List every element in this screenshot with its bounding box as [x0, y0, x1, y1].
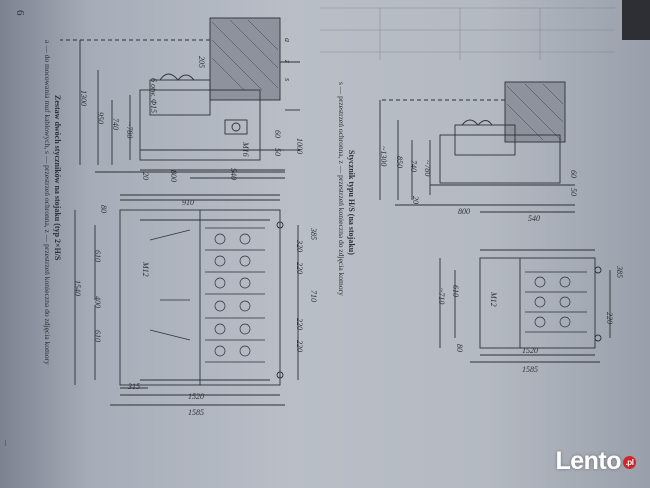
- dim-label: 60: [273, 130, 282, 138]
- dim-label: 385: [615, 266, 624, 278]
- dim-label: 950: [96, 112, 105, 124]
- bleed-through-table: [320, 7, 615, 60]
- dim-label: M12: [141, 262, 150, 277]
- dim-label: 1585: [188, 408, 204, 417]
- dim-label: ~780: [423, 160, 432, 177]
- dim-label: 540: [229, 168, 238, 180]
- dim-label: 320: [295, 240, 304, 252]
- dim-label: 220: [295, 318, 304, 330]
- dim-label: 385: [309, 228, 318, 240]
- dim-label: 220: [295, 340, 304, 352]
- dim-label: 6 otw. Φ15: [149, 78, 158, 114]
- dim-label: 205: [197, 56, 206, 68]
- dim-label: 610: [93, 330, 102, 342]
- dim-label: 1520: [522, 346, 538, 355]
- dim-label: M12: [489, 292, 498, 307]
- right-plan-view: [439, 249, 611, 363]
- dim-label: 1300: [79, 90, 88, 106]
- dim-label: 400: [93, 296, 102, 308]
- dim-label: 610: [93, 250, 102, 262]
- dim-label: 710: [309, 290, 318, 302]
- dim-label: a: [283, 38, 292, 42]
- dim-label: 80: [99, 205, 108, 213]
- dim-label: ~710: [437, 288, 446, 305]
- dim-label: 50: [569, 188, 578, 196]
- dim-label: 1540: [73, 280, 82, 296]
- dim-label: 50: [273, 148, 282, 156]
- right-side-view: [379, 81, 575, 213]
- dim-label: 1585: [522, 365, 538, 374]
- dim-label: 20: [411, 196, 420, 204]
- dim-label: 315: [128, 382, 140, 391]
- dim-label: 1520: [188, 392, 204, 401]
- dim-label: z: [283, 60, 292, 64]
- dim-label: ~780: [125, 122, 134, 139]
- page-corner-shadow: [622, 0, 650, 40]
- dim-label: 740: [111, 118, 120, 130]
- wall-hatch-right: [504, 81, 566, 143]
- left-caption-title: Zestaw dwóch styczników na stojaku (typ …: [53, 95, 62, 261]
- dim-label: M16: [241, 142, 250, 157]
- dim-label: 20: [141, 172, 150, 180]
- dim-label: ~1300: [379, 146, 388, 167]
- page-number-bottom: ...: [3, 440, 12, 446]
- dim-label: 800: [458, 207, 470, 216]
- dim-label: 220: [605, 312, 614, 324]
- dim-label: 220: [295, 262, 304, 274]
- right-caption-line: s — przestrzeń ochronna, z — przestrzeń …: [337, 82, 346, 296]
- dim-label: 540: [528, 214, 540, 223]
- dim-label: 850: [395, 156, 404, 168]
- dim-label: 1000: [295, 138, 304, 154]
- dim-label: s: [283, 78, 292, 82]
- watermark-text: Lento: [555, 447, 621, 475]
- left-caption-line: a — do mocowania muf kablowych, s — prze…: [43, 40, 52, 365]
- right-caption-title: Stycznik typu H/S (na stojaku): [347, 150, 356, 255]
- dim-label: 910: [182, 198, 194, 207]
- lento-watermark: Lento.pl: [555, 447, 636, 476]
- dim-label: 740: [409, 160, 418, 172]
- left-side-view: [60, 17, 300, 179]
- page-number: 6: [14, 10, 26, 16]
- dim-label: 60: [569, 170, 578, 178]
- dim-label: 800: [169, 170, 178, 182]
- dim-label: 610: [451, 285, 460, 297]
- watermark-suffix: .pl: [623, 455, 636, 469]
- left-plan-view: [74, 194, 299, 406]
- dim-label: 80: [455, 344, 464, 352]
